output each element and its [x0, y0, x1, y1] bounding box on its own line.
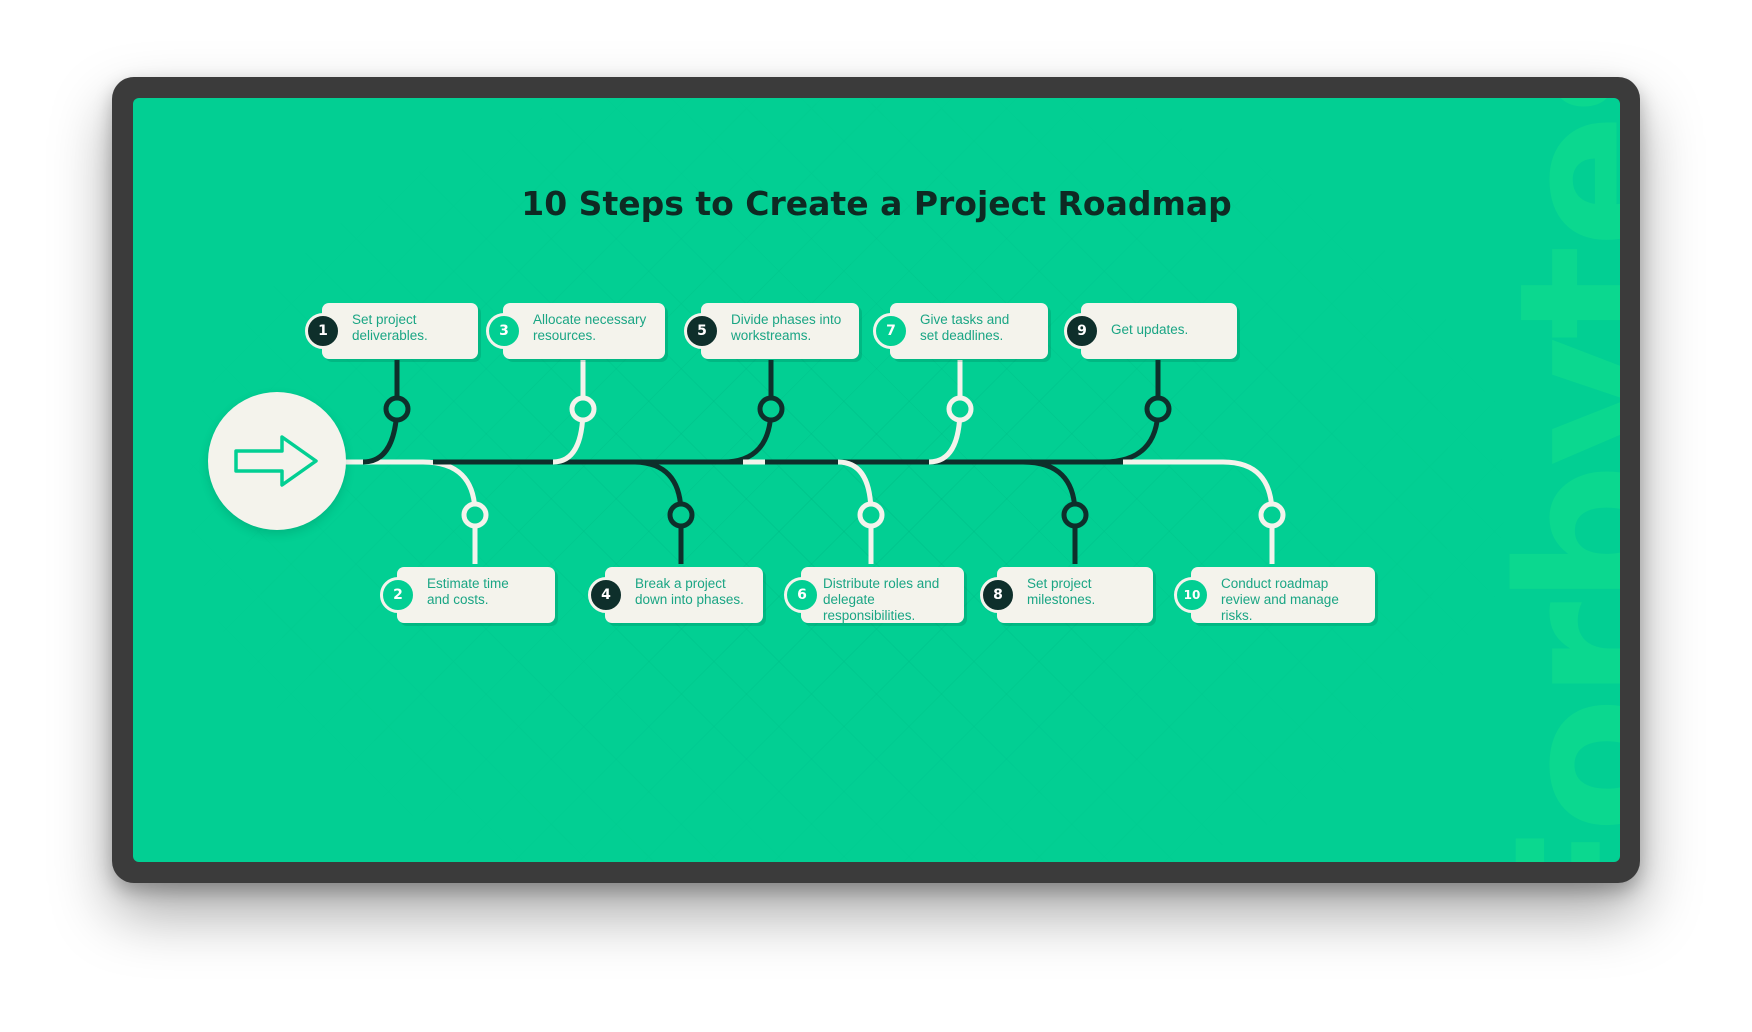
node-step-5: [757, 395, 785, 423]
step-label: Allocate necessary resources.: [533, 312, 647, 343]
page-title: 10 Steps to Create a Project Roadmap: [521, 184, 1232, 223]
step-label: Give tasks and set deadlines.: [920, 312, 1010, 343]
step-number-badge: 9: [1064, 313, 1100, 349]
step-card-4: 4 Break a project down into phases.: [588, 567, 763, 623]
roadmap-lines: [323, 360, 1286, 564]
step-card-7: 7 Give tasks and set deadlines.: [873, 303, 1048, 359]
step-card-6: 6 Distribute roles and delegate responsi…: [784, 567, 964, 623]
step-label: Break a project down into phases.: [635, 576, 744, 607]
device-frame: Forbytes 10 Steps to Create a Project Ro…: [112, 77, 1640, 883]
step-number-badge: 8: [980, 577, 1016, 613]
step-number-badge: 4: [588, 577, 624, 613]
node-step-4: [667, 501, 695, 529]
node-step-6: [857, 501, 885, 529]
line-to-step-10: [1123, 459, 1275, 564]
step-number-badge: 2: [380, 577, 416, 613]
node-step-8: [1061, 501, 1089, 529]
step-number-badge: 3: [486, 313, 522, 349]
step-number-badge: 7: [873, 313, 909, 349]
node-step-10: [1258, 501, 1286, 529]
step-number-badge: 5: [684, 313, 720, 349]
step-card-10: 10 Conduct roadmap review and manage ris…: [1174, 567, 1375, 623]
step-card-3: 3 Allocate necessary resources.: [486, 303, 665, 359]
step-label: Estimate time and costs.: [427, 576, 509, 607]
step-label: Get updates.: [1111, 322, 1189, 337]
node-step-3: [569, 395, 597, 423]
step-label: Divide phases into workstreams.: [731, 312, 842, 343]
step-label: Distribute roles and delegate responsibi…: [823, 576, 940, 623]
node-step-9: [1144, 395, 1172, 423]
right-arrow-icon: [234, 435, 318, 487]
slide: Forbytes 10 Steps to Create a Project Ro…: [133, 98, 1620, 862]
background-pattern: [133, 98, 1620, 862]
step-label: Set project milestones.: [1027, 576, 1096, 607]
step-card-2: 2 Estimate time and costs.: [380, 567, 555, 623]
step-label: Set project deliverables.: [352, 312, 428, 343]
step-card-1: 1 Set project deliverables.: [305, 303, 478, 359]
start-node: [208, 392, 346, 530]
node-step-7: [946, 395, 974, 423]
node-step-2: [461, 501, 489, 529]
step-card-5: 5 Divide phases into workstreams.: [684, 303, 859, 359]
step-number-badge: 6: [784, 577, 820, 613]
step-card-8: 8 Set project milestones.: [980, 567, 1153, 623]
step-card-9: 9 Get updates.: [1064, 303, 1237, 359]
step-number-badge: 1: [305, 313, 341, 349]
line-to-step-2: [323, 459, 478, 515]
step-number-badge: 10: [1174, 577, 1210, 613]
node-step-1: [383, 395, 411, 423]
step-label: Conduct roadmap review and manage risks.: [1221, 576, 1339, 623]
